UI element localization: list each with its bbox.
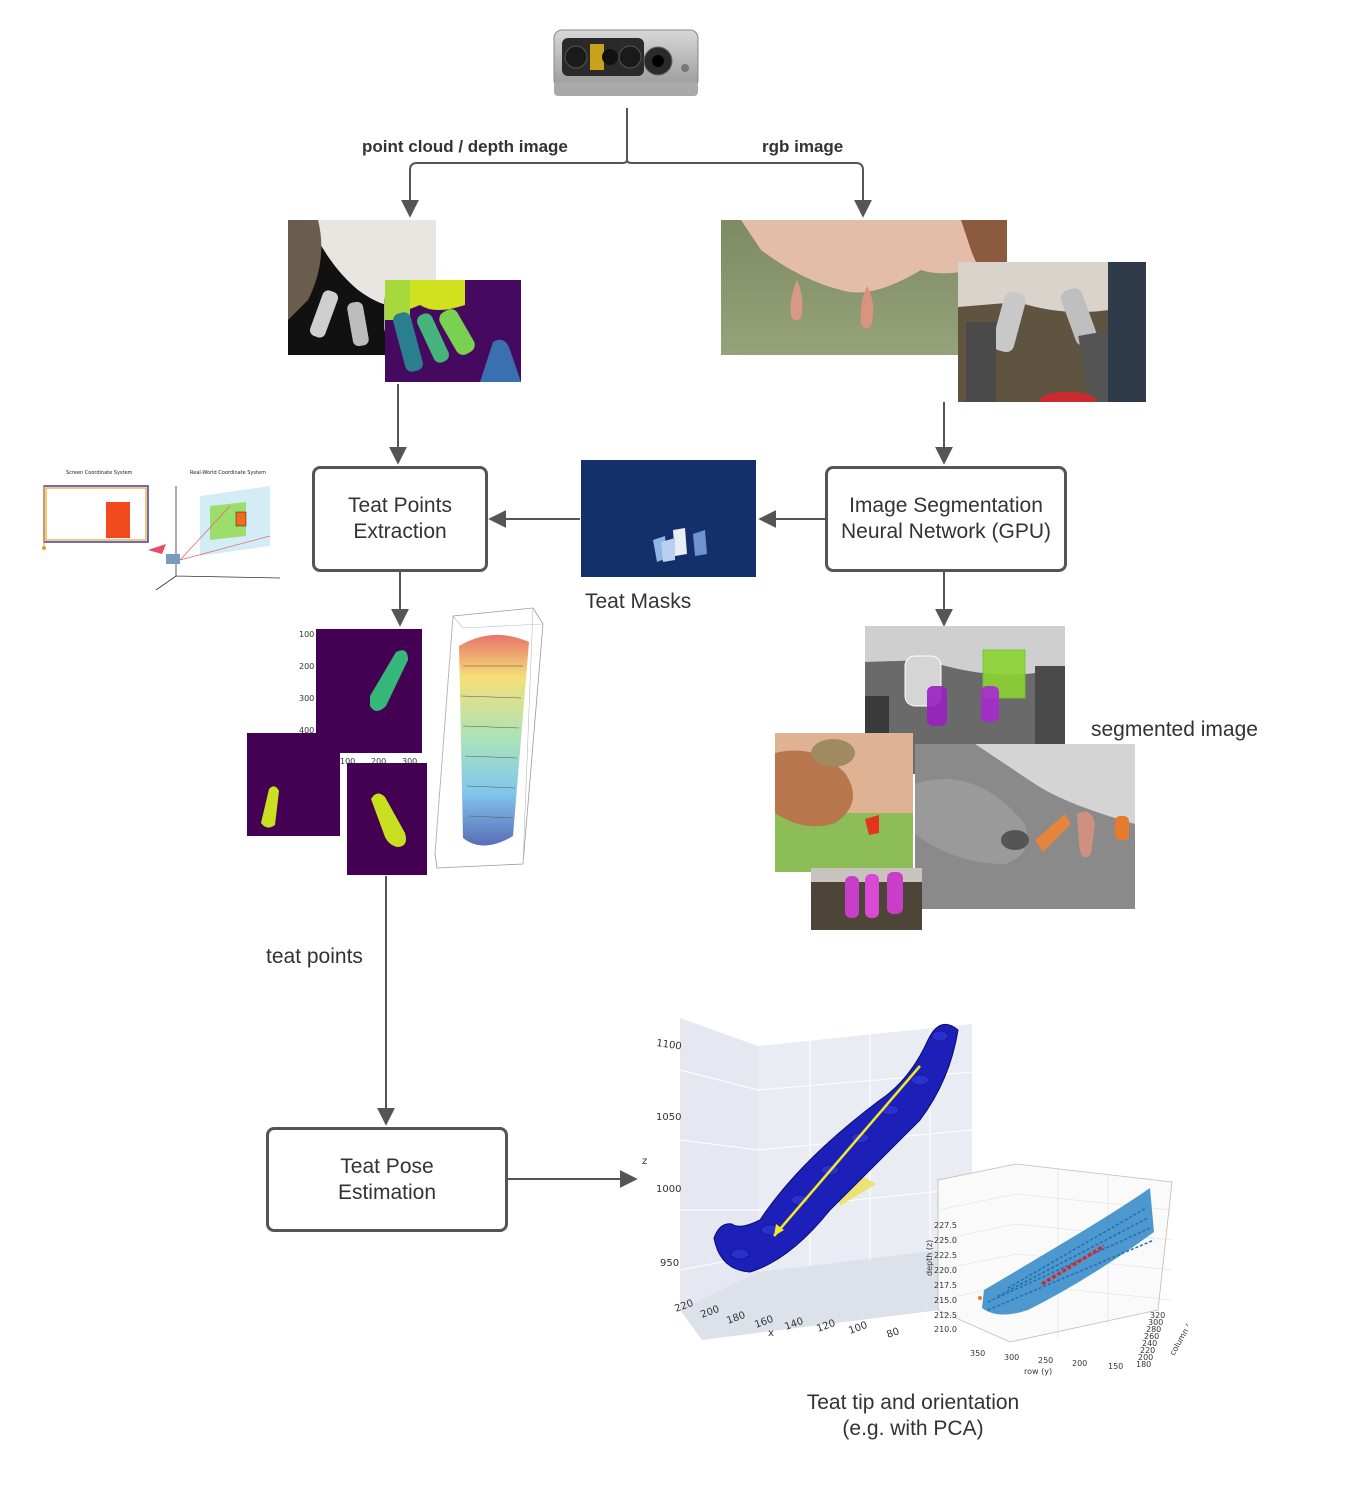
row-tick: 350 (970, 1349, 985, 1358)
teat-points-label: teat points (266, 945, 363, 968)
mask-plot-xtick: 300 (402, 757, 417, 766)
depth-camera-image (552, 24, 700, 100)
calf-feeding-photo (775, 733, 913, 872)
row-tick: 250 (1038, 1356, 1053, 1365)
cow-grayscale-photo (915, 744, 1135, 909)
teat-masks-image (581, 460, 756, 577)
row-axis-label: row (y) (1024, 1367, 1052, 1376)
depth-tick: 225.0 (934, 1236, 957, 1245)
coordinate-system-figure: Screen Coordinate System Real-World Coor… (40, 466, 298, 592)
teat-pca-3d-plot: depth (z) 227.5 225.0 222.5 220.0 217.5 … (918, 1160, 1188, 1380)
segmented-image-label: segmented image (1091, 718, 1258, 741)
teat-point-cloud-normals (433, 606, 545, 870)
purple-cups-photo (811, 868, 922, 930)
depth-image (385, 280, 521, 382)
mask-plot-top: 100 200 300 400 100 200 300 (296, 626, 426, 766)
depth-tick: 212.5 (934, 1311, 957, 1320)
column-tick: 280 (1146, 1325, 1161, 1334)
milking-cups-photo (958, 262, 1146, 402)
column-tick: 240 (1142, 1339, 1157, 1348)
column-tick: 300 (1148, 1318, 1163, 1327)
image-segmentation-label: Image Segmentation Neural Network (GPU) (840, 494, 1052, 543)
x-tick: 100 (847, 1320, 869, 1337)
z-tick: 950 (660, 1258, 679, 1269)
mask-plot-ytick: 400 (299, 726, 314, 735)
svg-text:Screen Coordinate System: Screen Coordinate System (66, 470, 133, 476)
depth-tick: 215.0 (934, 1296, 957, 1305)
image-segmentation-node[interactable]: Image Segmentation Neural Network (GPU) (825, 466, 1067, 572)
teat-pose-3d-plot: 1100 1050 1000 950 z 220 200 180 160 140… (640, 1010, 980, 1360)
mask-plot-xtick: 100 (340, 757, 355, 766)
column-tick: 320 (1150, 1311, 1165, 1320)
mask-plot-left (247, 733, 340, 836)
teat-pose-estimation-node[interactable]: Teat Pose Estimation (266, 1127, 508, 1232)
depth-tick: 220.0 (934, 1266, 957, 1275)
mask-plot-xtick: 200 (371, 757, 386, 766)
svg-text:Real-World Coordinate System: Real-World Coordinate System (190, 470, 266, 476)
depth-axis-label: depth (z) (925, 1240, 934, 1276)
teat-pose-estimation-label: Teat Pose Estimation (337, 1154, 437, 1204)
column-axis-label: column (x) (1168, 1315, 1188, 1357)
teat-masks-label: Teat Masks (585, 590, 692, 613)
mask-plot-ytick: 200 (299, 662, 314, 671)
row-tick: 200 (1072, 1359, 1087, 1368)
teat-points-extraction-node[interactable]: Teat Points Extraction (312, 466, 488, 572)
z-axis-label: z (642, 1156, 647, 1167)
teat-tip-orientation-label: Teat tip and orientation (e.g. with PCA) (806, 1391, 1020, 1440)
point-cloud-label: point cloud / depth image (362, 137, 568, 156)
column-tick: 180 (1136, 1360, 1151, 1369)
depth-tick: 217.5 (934, 1281, 957, 1290)
rgb-image-label: rgb image (762, 137, 844, 156)
mask-plot-ytick: 100 (299, 630, 314, 639)
column-tick: 260 (1144, 1332, 1159, 1341)
teat-points-extraction-label: Teat Points Extraction (348, 494, 452, 543)
z-tick: 1100 (656, 1038, 683, 1052)
row-tick: 300 (1004, 1353, 1019, 1362)
depth-tick: 227.5 (934, 1221, 957, 1230)
depth-tick: 222.5 (934, 1251, 957, 1260)
x-axis-label: x (768, 1328, 774, 1339)
row-tick: 150 (1108, 1362, 1123, 1371)
mask-plot-ytick: 300 (299, 694, 314, 703)
z-tick: 1050 (656, 1112, 681, 1123)
x-tick: 80 (885, 1326, 901, 1341)
column-tick: 200 (1138, 1353, 1153, 1362)
z-tick: 1000 (656, 1184, 681, 1195)
depth-tick: 210.0 (934, 1325, 957, 1334)
column-tick: 220 (1140, 1346, 1155, 1355)
mask-plot-right (347, 763, 427, 875)
